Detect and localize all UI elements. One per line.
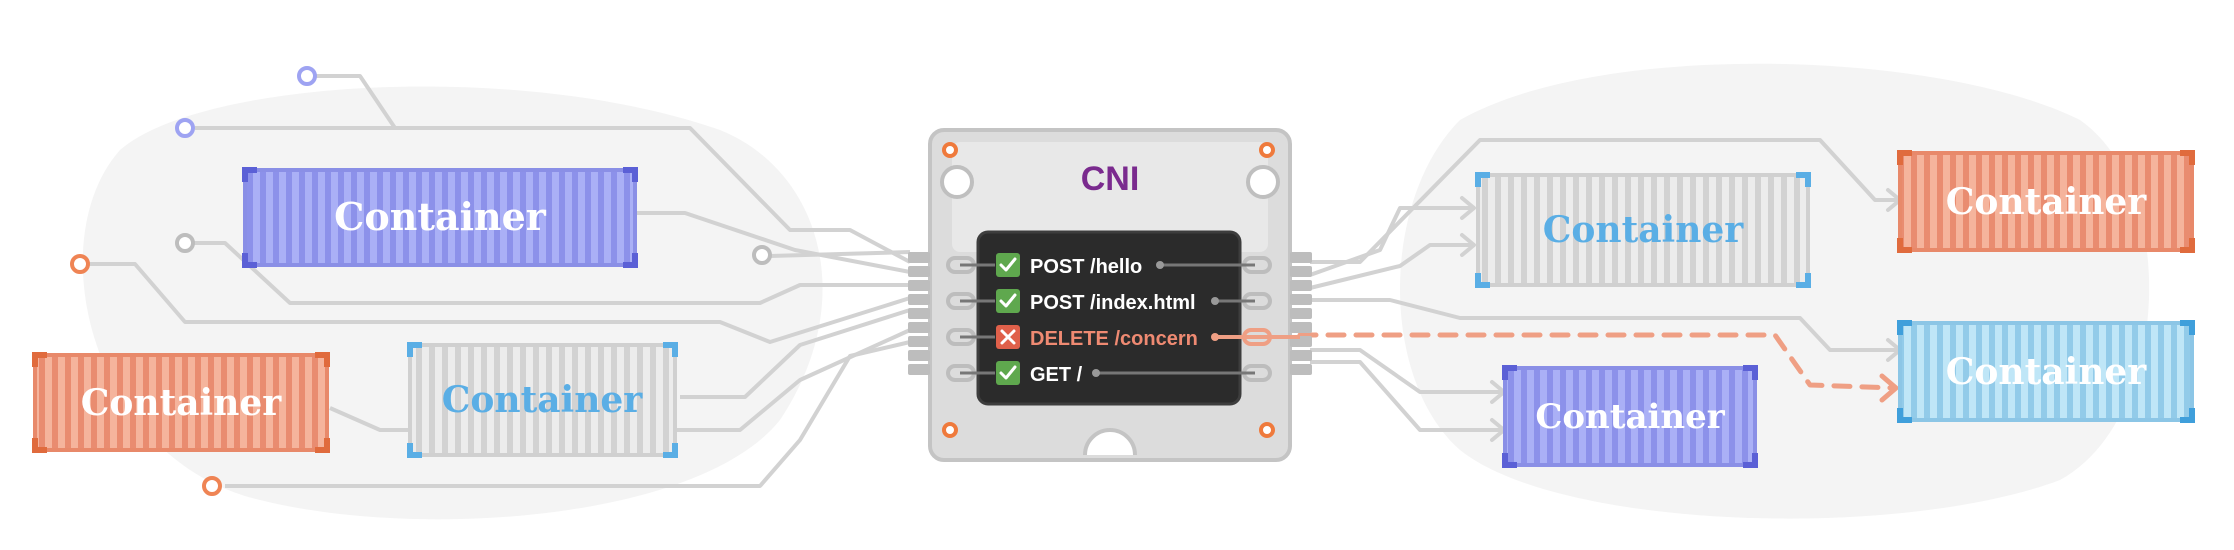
container-label: Container	[334, 194, 547, 239]
container-right-gray: Container	[1475, 172, 1811, 288]
left-wires	[88, 74, 911, 488]
request-row: POST /index.html	[946, 289, 1272, 314]
left-wire-terminals	[70, 66, 772, 496]
request-row: POST /hello	[946, 253, 1272, 278]
request-label: GET /	[1030, 364, 1083, 386]
container-left-purple: Container	[242, 167, 638, 268]
request-list: POST /hello POST /index.html DELETE /con…	[946, 253, 1300, 386]
request-label: POST /hello	[1030, 256, 1142, 278]
container-label: Container	[1946, 181, 2148, 223]
request-label: POST /index.html	[1030, 292, 1196, 314]
request-row: GET /	[946, 361, 1272, 386]
container-label: Container	[1535, 397, 1725, 437]
request-row-denied: DELETE /concern	[946, 325, 1300, 350]
container-label: Container	[1543, 209, 1745, 251]
container-right-orange: Container	[1897, 150, 2195, 253]
container-right-blue: Container	[1897, 320, 2195, 423]
container-right-purple: Container	[1502, 365, 1758, 468]
denied-request-path	[1297, 332, 1899, 403]
right-wires	[1309, 138, 1900, 432]
container-left-orange: Container	[32, 352, 330, 453]
container-label: Container	[442, 379, 644, 421]
container-label: Container	[81, 382, 283, 424]
container-left-gray: Container	[407, 342, 678, 458]
container-label: Container	[1946, 351, 2148, 393]
request-label: DELETE /concern	[1030, 328, 1198, 350]
cni-title: CNI	[1081, 160, 1140, 198]
